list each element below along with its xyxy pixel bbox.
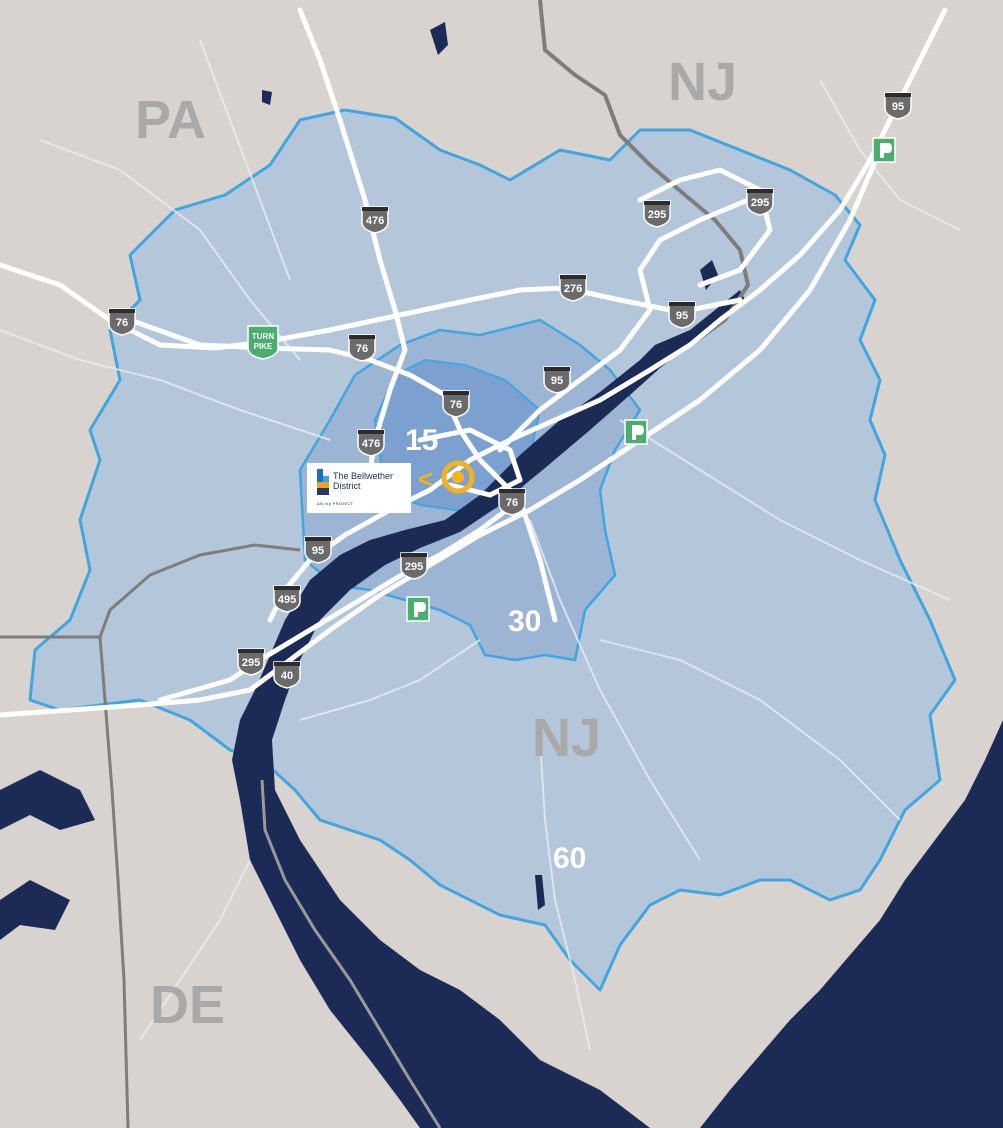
svg-text:76: 76 [116, 317, 128, 329]
svg-text:40: 40 [281, 670, 293, 682]
nj-turnpike-icon [624, 419, 648, 445]
svg-text:276: 276 [564, 283, 582, 295]
svg-text:295: 295 [751, 197, 769, 209]
drive-time-label-60: 60 [553, 842, 586, 875]
state-label-nj-south: NJ [532, 708, 601, 768]
nj-turnpike-icon [872, 137, 896, 163]
svg-text:295: 295 [405, 561, 423, 573]
bellwether-logo-icon [317, 469, 329, 495]
logo-tagline: AN hrp PROJECT [317, 501, 354, 506]
creek-pa-north [262, 90, 272, 105]
pa-turnpike-icon: TURN PIKE [247, 325, 279, 360]
interstate-shield-95-mid: 95 [543, 366, 571, 394]
i295-nj [497, 192, 763, 453]
svg-text:76: 76 [506, 497, 518, 509]
drive-time-label-30: 30 [508, 605, 541, 638]
i76-schuylkill [127, 317, 523, 503]
interstate-shield-95-sw: 95 [304, 536, 332, 564]
interstate-shield-295-sw: 295 [400, 552, 428, 580]
state-label-pa: PA [135, 90, 206, 150]
i295-south [157, 497, 523, 703]
interstate-shield-295-bottom: 295 [237, 648, 265, 676]
logo-line2: District [333, 481, 361, 491]
svg-text:95: 95 [312, 545, 324, 557]
interstate-shield-95-ne: 95 [668, 301, 696, 329]
route-30 [517, 497, 558, 623]
interstate-shield-495: 495 [273, 585, 301, 613]
svg-text:76: 76 [450, 399, 462, 411]
svg-text:295: 295 [648, 209, 666, 221]
reservoir-nj-south [535, 875, 545, 910]
svg-text:PIKE: PIKE [254, 342, 273, 351]
bellwether-logo[interactable]: The Bellwether District AN hrp PROJECT [307, 463, 411, 513]
drive-time-label-15: 15 [405, 424, 438, 457]
state-label-de: DE [150, 975, 225, 1035]
interstate-shield-276: 276 [559, 274, 587, 302]
state-label-nj-north: NJ [668, 52, 737, 112]
interstate-shield-76-center: 76 [442, 390, 470, 418]
tidal-creeks-west [0, 770, 95, 830]
nj-turnpike-icon [406, 596, 430, 622]
nj-turnpike [0, 147, 883, 718]
svg-text:476: 476 [362, 438, 380, 450]
center-loop [417, 427, 523, 498]
interstate-shield-76-west: 76 [108, 308, 136, 336]
interstate-shield-295-ne-b: 295 [746, 188, 774, 216]
interstate-shield-295-ne-a: 295 [643, 200, 671, 228]
state-boundary-de-md [98, 636, 130, 1128]
svg-text:TURN: TURN [252, 332, 274, 341]
i95-corridor [267, 7, 948, 623]
atlantic-ocean [700, 720, 1003, 1128]
i476 [297, 7, 408, 473]
svg-text:295: 295 [242, 657, 260, 669]
interstate-shield-40: 40 [273, 661, 301, 689]
interstate-shield-476-north: 476 [361, 206, 389, 234]
interstate-shield-76-east: 76 [498, 488, 526, 516]
svg-text:95: 95 [892, 101, 904, 113]
destination-pointer: < [418, 464, 433, 494]
svg-text:76: 76 [356, 343, 368, 355]
interstate-shield-476-south: 476 [357, 429, 385, 457]
state-boundary-de-nj [260, 779, 442, 1128]
svg-text:95: 95 [676, 310, 688, 322]
interstate-shield-95-far-ne: 95 [884, 92, 912, 120]
secondary-roads [0, 39, 961, 1051]
creek-nj-north [430, 22, 448, 55]
tidal-creeks-nw [0, 880, 70, 940]
major-highways [0, 7, 948, 718]
svg-text:476: 476 [366, 215, 384, 227]
state-boundary-pa-nj-north [538, 0, 751, 347]
svg-text:495: 495 [278, 594, 296, 606]
svg-text:95: 95 [551, 375, 563, 387]
logo-name: The Bellwether District [333, 471, 393, 491]
interstate-shield-76-mid: 76 [348, 334, 376, 362]
destination-marker-icon[interactable] [441, 460, 475, 494]
logo-line1: The Bellwether [333, 471, 394, 481]
